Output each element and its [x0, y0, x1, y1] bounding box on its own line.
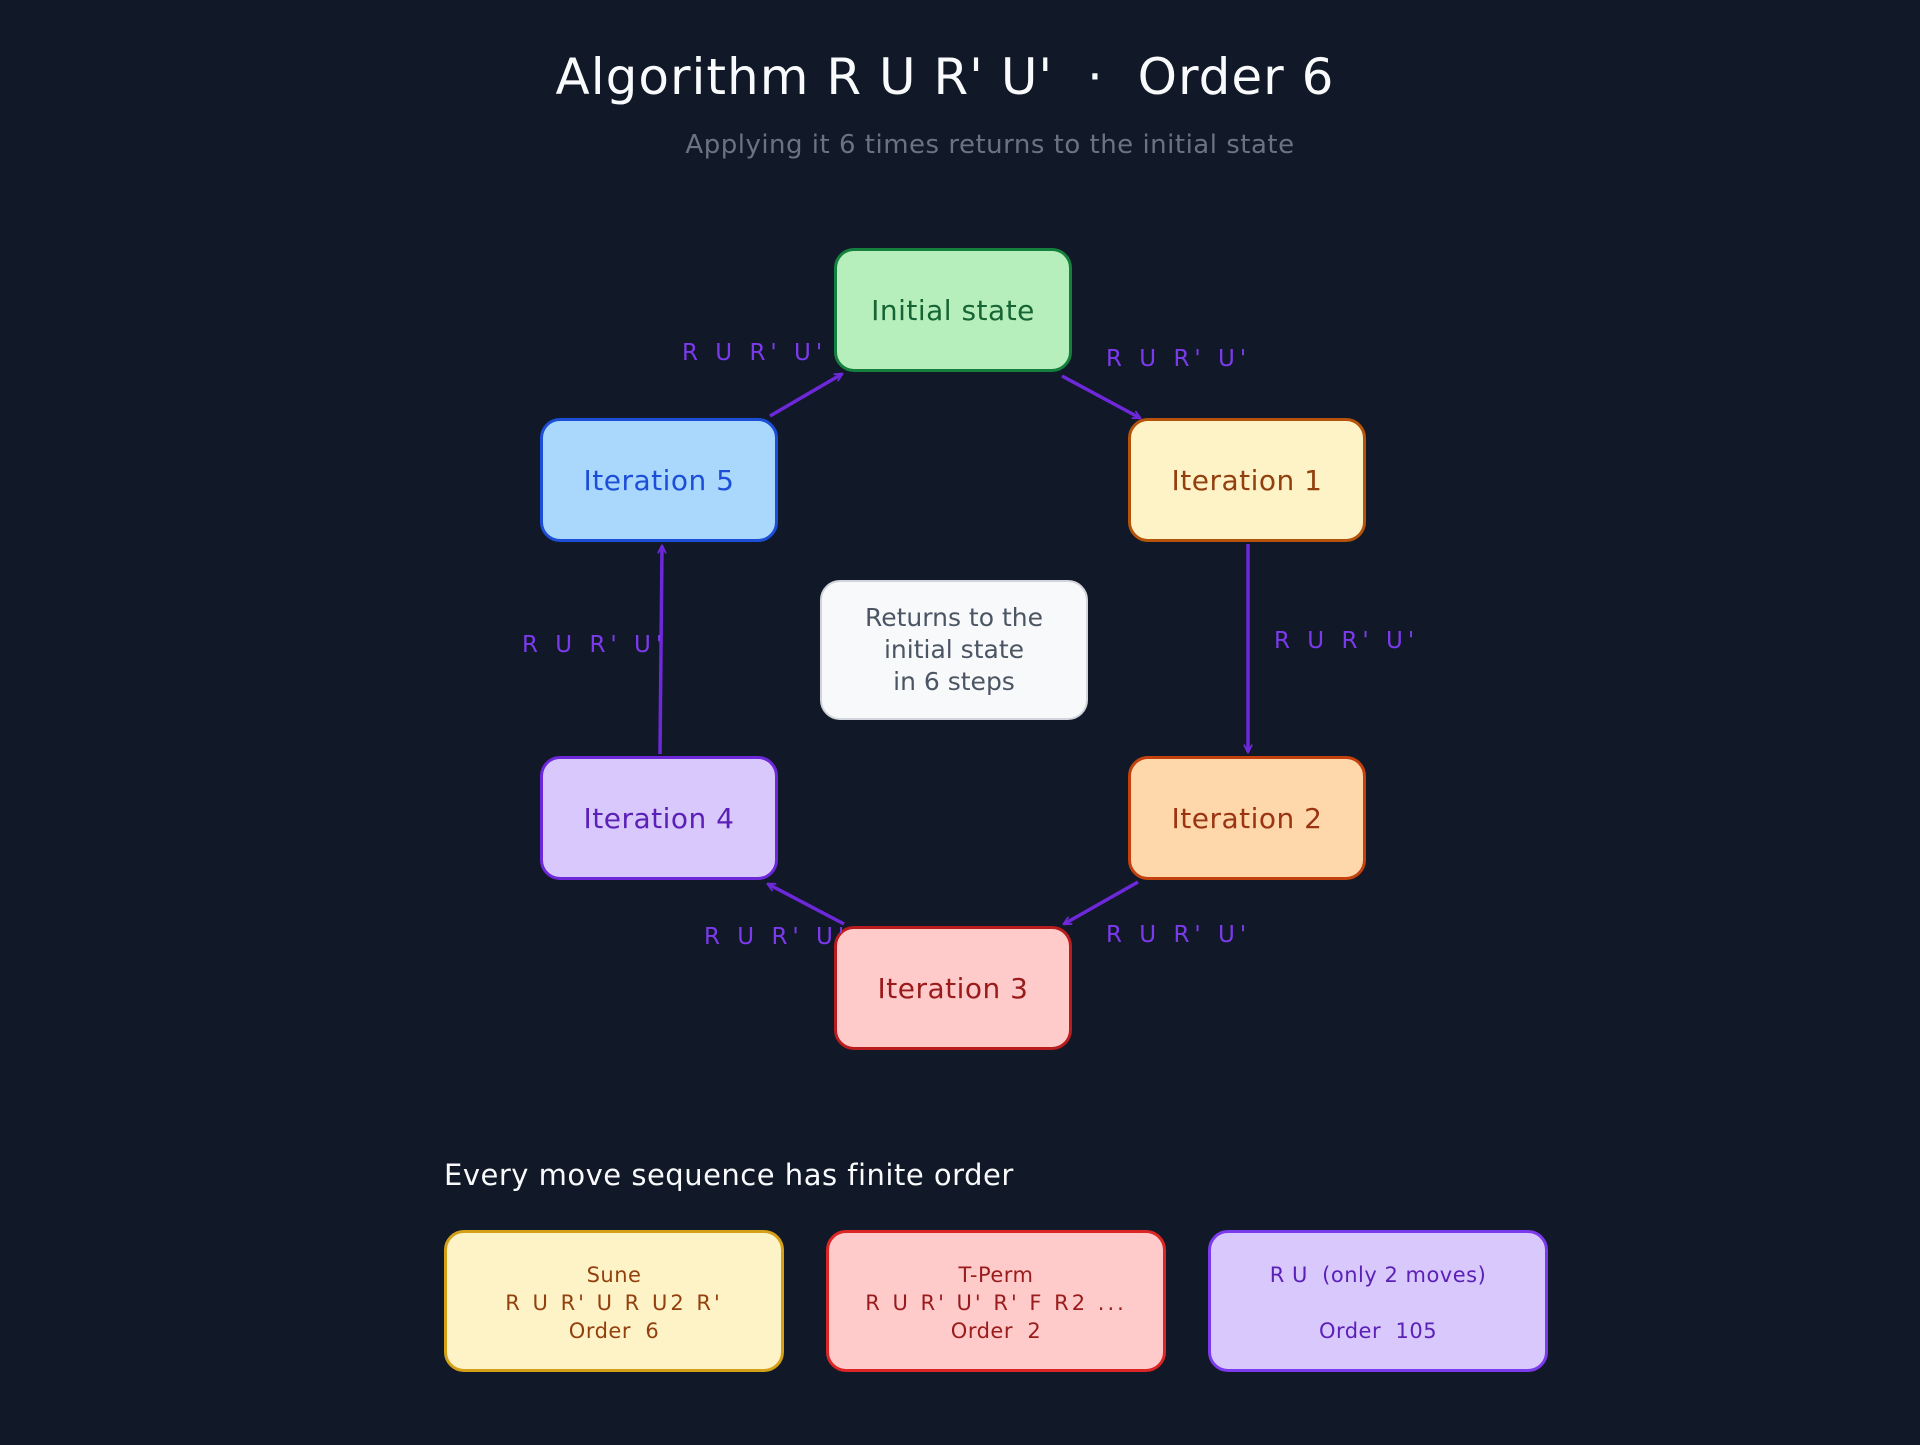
node-iteration-5: Iteration 5	[540, 418, 778, 542]
card-moves: R U R' U R U2 R'	[505, 1291, 723, 1315]
node-label: Iteration 4	[583, 801, 735, 835]
card-order: Order 6	[568, 1319, 660, 1343]
note-line: initial state	[883, 635, 1025, 664]
card-moves: R U R' U' R' F R2 ...	[865, 1291, 1127, 1315]
card-name: T-Perm	[958, 1263, 1034, 1287]
edge-label-iter2-to-iter3: R U R' U'	[1106, 922, 1252, 948]
edge-iter3-to-iter4	[768, 882, 845, 926]
card-order: Order 2	[950, 1319, 1042, 1343]
card-sune: Sune R U R' U R U2 R' Order 6	[444, 1230, 784, 1372]
cycle-note: Returns to the initial state in 6 steps	[820, 580, 1088, 720]
note-line: Returns to the	[864, 603, 1043, 632]
edge-label-initial-to-iter1: R U R' U'	[1106, 346, 1252, 372]
node-iteration-4: Iteration 4	[540, 756, 778, 880]
edge-label-iter3-to-iter4: R U R' U'	[704, 924, 850, 950]
edge-label-iter1-to-iter2: R U R' U'	[1274, 628, 1420, 654]
node-label: Iteration 3	[877, 971, 1029, 1005]
edge-iter5-to-initial	[769, 372, 842, 418]
node-iteration-2: Iteration 2	[1128, 756, 1366, 880]
card-name: R U (only 2 moves)	[1269, 1263, 1487, 1287]
node-iteration-3: Iteration 3	[834, 926, 1072, 1050]
edge-label-iter5-to-initial: R U R' U'	[682, 340, 828, 366]
card-r-u: R U (only 2 moves) Order 105	[1208, 1230, 1548, 1372]
edge-iter2-to-iter3	[1064, 880, 1139, 926]
node-iteration-1: Iteration 1	[1128, 418, 1366, 542]
node-initial-state: Initial state	[834, 248, 1072, 372]
card-name: Sune	[586, 1263, 642, 1287]
diagram-subtitle: Applying it 6 times returns to the initi…	[685, 130, 1295, 160]
diagram-title: Algorithm R U R' U' · Order 6	[555, 48, 1335, 106]
card-t-perm: T-Perm R U R' U' R' F R2 ... Order 2	[826, 1230, 1166, 1372]
section-heading: Every move sequence has finite order	[444, 1158, 1014, 1192]
node-label: Initial state	[871, 293, 1035, 327]
node-label: Iteration 5	[583, 463, 735, 497]
card-order: Order 105	[1318, 1319, 1438, 1343]
note-line: in 6 steps	[893, 667, 1015, 696]
node-label: Iteration 2	[1171, 801, 1323, 835]
edge-initial-to-iter1	[1061, 374, 1140, 420]
edge-label-iter4-to-iter5: R U R' U'	[522, 632, 668, 658]
node-label: Iteration 1	[1171, 463, 1323, 497]
